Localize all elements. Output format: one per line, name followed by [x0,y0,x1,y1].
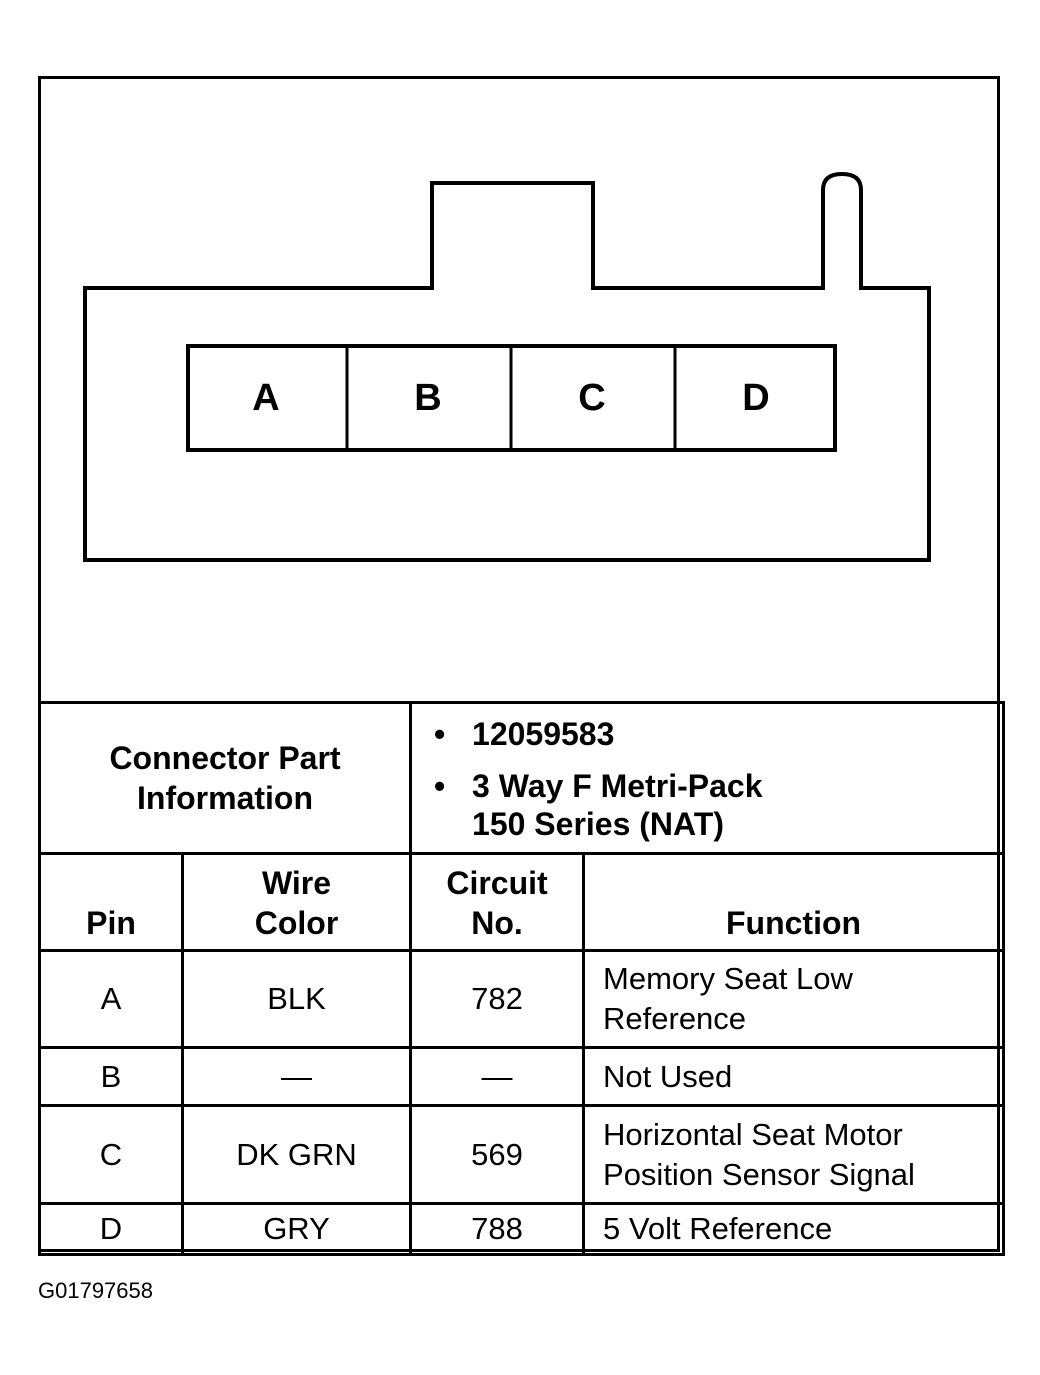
table-row: D GRY 788 5 Volt Reference [38,1202,1006,1256]
pin-label-d: D [742,377,769,419]
function-cell: Memory Seat Low Reference [582,949,1006,1049]
part-info-label: Connector Part Information [37,701,413,855]
pin-cell: C [38,1104,184,1205]
function-cell: 5 Volt Reference [582,1202,1006,1256]
circuit-cell: 569 [409,1104,586,1205]
figure-id: G01797658 [38,1278,153,1303]
circuit-cell: 788 [409,1202,586,1256]
table-row: A BLK 782 Memory Seat Low Reference [38,949,1006,1049]
part-info-row: Connector Part Information 12059583 3 Wa… [37,701,1006,855]
pin-cell: A [38,949,184,1049]
circuit-cell: — [409,1046,586,1107]
pin-label-b: B [414,377,441,419]
wire-color-cell: — [180,1046,413,1107]
part-description: 3 Way F Metri-Pack [434,766,1002,806]
part-description-cont: 150 Series (NAT) [472,805,724,842]
header-circuit: Circuit No. [409,852,586,952]
connector-info-table: Connector Part Information 12059583 3 Wa… [37,701,1006,1256]
connector-face-drawing: A B C D [83,171,931,562]
header-wire-color: Wire Color [180,852,413,952]
connector-body [83,171,931,562]
function-cell: Not Used [582,1046,1006,1107]
pin-cell: B [38,1046,184,1107]
part-number: 12059583 [434,714,1002,754]
wire-color-cell: BLK [180,949,413,1049]
pin-label-a: A [252,377,279,419]
table-row: C DK GRN 569 Horizontal Seat Motor Posit… [38,1104,1006,1205]
table-row: B — — Not Used [38,1046,1006,1107]
pin-label-c: C [578,377,605,419]
header-row: Pin Wire Color Circuit No. Function [38,852,1006,952]
wire-color-cell: DK GRN [180,1104,413,1205]
header-function: Function [582,852,1006,952]
wire-color-cell: GRY [180,1202,413,1256]
part-info-values: 12059583 3 Way F Metri-Pack 150 Series (… [409,701,1006,855]
function-cell: Horizontal Seat Motor Position Sensor Si… [582,1104,1006,1205]
pin-cell: D [38,1202,184,1256]
header-pin: Pin [38,852,184,952]
circuit-cell: 782 [409,949,586,1049]
